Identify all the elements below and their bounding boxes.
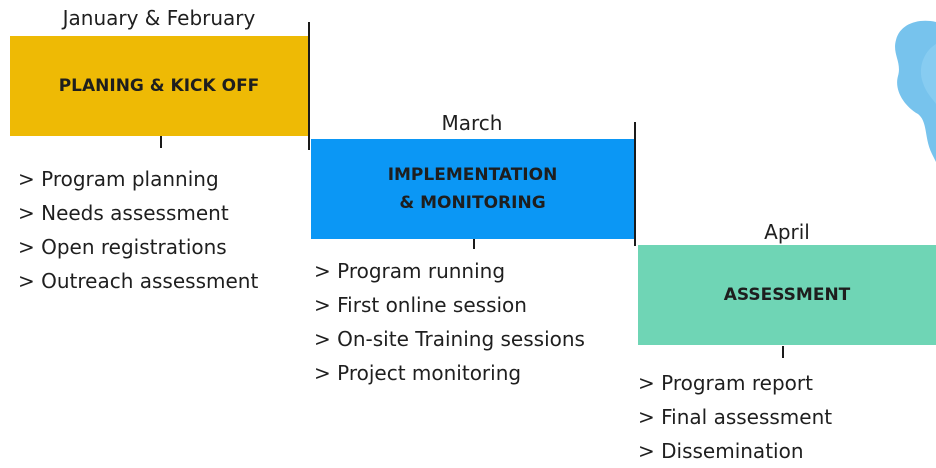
phase-1-period: January & February [62, 6, 256, 30]
water-splash-icon [895, 20, 936, 162]
phase-2-task: > Program running [314, 259, 506, 283]
phase-3-task: > Program report [638, 371, 813, 395]
phase-2-title-line2: & MONITORING [399, 193, 546, 213]
phase-1-title: PLANING & KICK OFF [59, 72, 260, 100]
phase-3-tick [782, 346, 784, 358]
phase-1-tick [160, 136, 162, 148]
phase-1-task-list: > Program planning > Needs assessment > … [18, 162, 258, 298]
phase-3-task: > Dissemination [638, 439, 804, 463]
phase-2-task: > On-site Training sessions [314, 327, 585, 351]
phase-2-period: March [441, 111, 503, 135]
phase-3-period: April [764, 220, 810, 244]
phase-1-task: > Program planning [18, 167, 219, 191]
phase-1-title-line1: PLANING & KICK OFF [58, 76, 260, 96]
phase-1-task: > Outreach assessment [18, 269, 259, 293]
phase-3-title: ASSESSMENT [724, 281, 851, 309]
phase-1-task: > Open registrations [18, 235, 227, 259]
phase-3-task: > Final assessment [638, 405, 833, 429]
phase-2-title-line1: IMPLEMENTATION [387, 165, 558, 185]
phase-2-title: IMPLEMENTATION & MONITORING [388, 161, 558, 217]
phase-2-box: IMPLEMENTATION & MONITORING [311, 139, 634, 239]
phase-3-title-line1: ASSESSMENT [723, 285, 851, 305]
phase-3-box: ASSESSMENT [638, 245, 936, 345]
phase-2-tick [473, 239, 475, 249]
phase-1-box: PLANING & KICK OFF [10, 36, 308, 136]
phase-3-task-list: > Program report > Final assessment > Di… [638, 366, 832, 468]
phase-1-task: > Needs assessment [18, 201, 229, 225]
phase-1-divider [308, 22, 310, 150]
phase-2-task: > First online session [314, 293, 527, 317]
phase-2-task-list: > Program running > First online session… [314, 254, 585, 390]
phase-2-divider [634, 122, 636, 246]
phase-2-task: > Project monitoring [314, 361, 522, 385]
